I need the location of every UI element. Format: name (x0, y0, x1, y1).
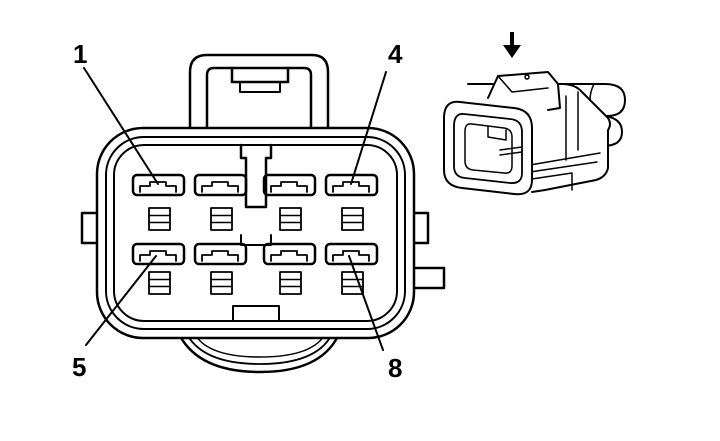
cavity-pin-2 (193, 173, 248, 231)
bottom-key (232, 305, 280, 322)
top-polarization-key (239, 143, 273, 209)
center-key (240, 234, 272, 246)
right-lower-tab (412, 266, 446, 290)
housing-outer (95, 126, 416, 340)
cavity-pin-1 (131, 173, 186, 231)
pin-label-1: 1 (73, 39, 87, 69)
housing-inner (113, 144, 398, 322)
left-side-tab (80, 211, 99, 245)
rear-skirt (178, 334, 340, 374)
leader-line-pin-8 (348, 255, 384, 351)
down-arrow-icon (503, 32, 521, 58)
pin-label-4: 4 (388, 39, 403, 69)
right-side-tab (412, 211, 430, 245)
cavity-pin-5 (131, 242, 186, 295)
leader-line-pin-5 (85, 255, 157, 346)
top-row-cavities (131, 173, 379, 231)
leader-line-pin-4 (350, 71, 387, 185)
cavity-pin-3 (262, 173, 317, 231)
locking-tab (188, 53, 330, 132)
pin-label-5: 5 (72, 352, 86, 382)
leader-line-pin-1 (83, 67, 159, 185)
pin-label-8: 8 (388, 353, 402, 383)
cavity-pin-6 (193, 242, 248, 295)
housing-middle (105, 136, 406, 330)
connector-isometric-view (443, 71, 626, 196)
cavity-pin-7 (262, 242, 317, 295)
connector-face-view (80, 53, 446, 374)
